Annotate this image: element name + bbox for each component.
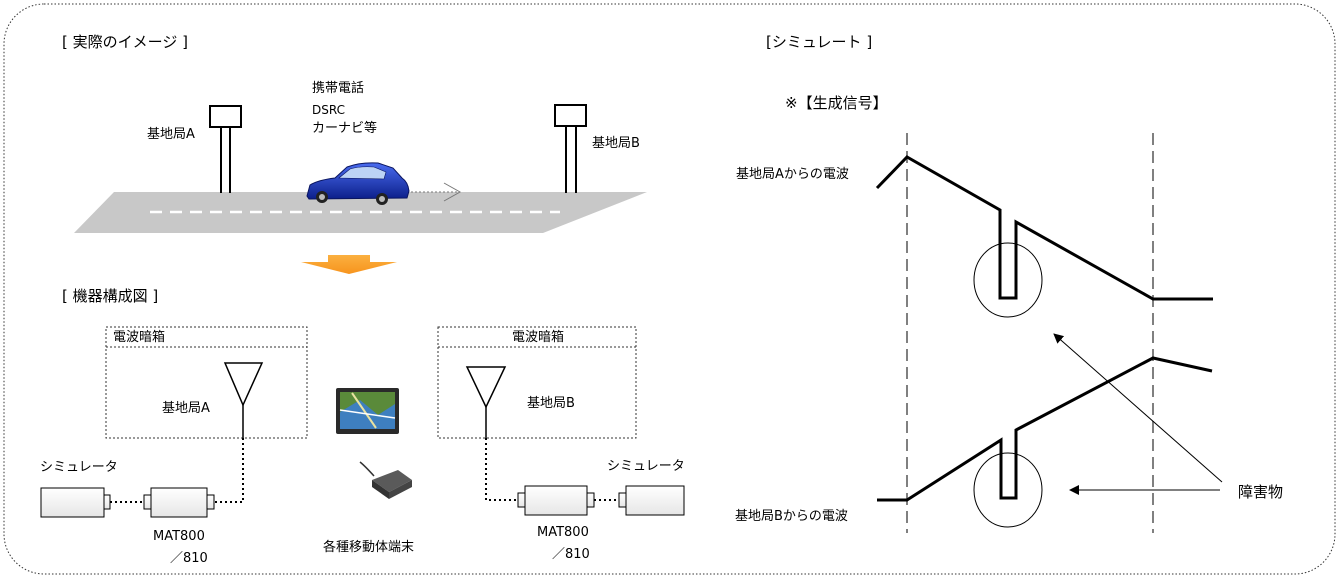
simulator-right-icon <box>618 485 685 516</box>
simulator-left-icon <box>40 487 111 518</box>
label-wave-b: 基地局Bからの電波 <box>735 509 848 524</box>
wave-b-line <box>877 356 1213 502</box>
cables <box>110 438 619 503</box>
obstacle-pointer-a <box>1053 333 1223 483</box>
obstacle-circle-b <box>973 452 1043 528</box>
label-mat-right-2: ／810 <box>552 547 590 562</box>
label-device-carnavi: カーナビ等 <box>312 121 378 136</box>
label-shield-box-b: 電波暗箱 <box>512 330 565 345</box>
label-simulator-left: シミュレータ <box>40 460 118 475</box>
antenna-b-icon <box>465 366 507 438</box>
label-device-phone: 携帯電話 <box>312 81 365 96</box>
car-navigation-icon <box>336 388 399 434</box>
transition-arrow <box>301 255 397 274</box>
dsrc-unit-icon <box>359 461 412 499</box>
label-shield-box-a: 電波暗箱 <box>113 330 166 345</box>
label-station-b: 基地局B <box>592 136 640 151</box>
label-box-station-a: 基地局A <box>162 401 210 416</box>
label-simulator-right: シミュレータ <box>607 459 685 474</box>
label-mat-left-2: ／810 <box>170 551 208 566</box>
car-icon <box>306 162 410 205</box>
station-a-tower <box>209 105 242 193</box>
shield-box-b <box>437 326 637 439</box>
label-mat-right-1: MAT800 <box>537 525 589 540</box>
mat-right-icon <box>517 485 595 516</box>
label-box-station-b: 基地局B <box>527 396 575 411</box>
wave-a-line <box>875 155 1213 301</box>
motion-arrow <box>411 182 462 202</box>
outer-frame <box>3 3 1336 575</box>
label-mat-left-1: MAT800 <box>153 529 205 544</box>
heading-actual: [ 実際のイメージ ] <box>62 33 188 51</box>
label-device-dsrc: DSRC <box>312 103 345 117</box>
label-generated-signal: ※【生成信号】 <box>785 94 888 112</box>
heading-config: [ 機器構成図 ] <box>62 287 159 305</box>
label-obstacle: 障害物 <box>1238 483 1284 501</box>
shield-box-a <box>105 326 308 439</box>
station-b-tower <box>554 104 587 193</box>
obstacle-circle-a <box>973 242 1043 318</box>
mat-left-icon <box>143 487 215 518</box>
label-station-a: 基地局A <box>147 127 195 142</box>
heading-simulate: [シミュレート ] <box>766 33 873 51</box>
label-mobile-terminals: 各種移動体端末 <box>323 540 415 555</box>
label-wave-a: 基地局Aからの電波 <box>736 167 849 182</box>
antenna-a-icon <box>223 362 264 438</box>
